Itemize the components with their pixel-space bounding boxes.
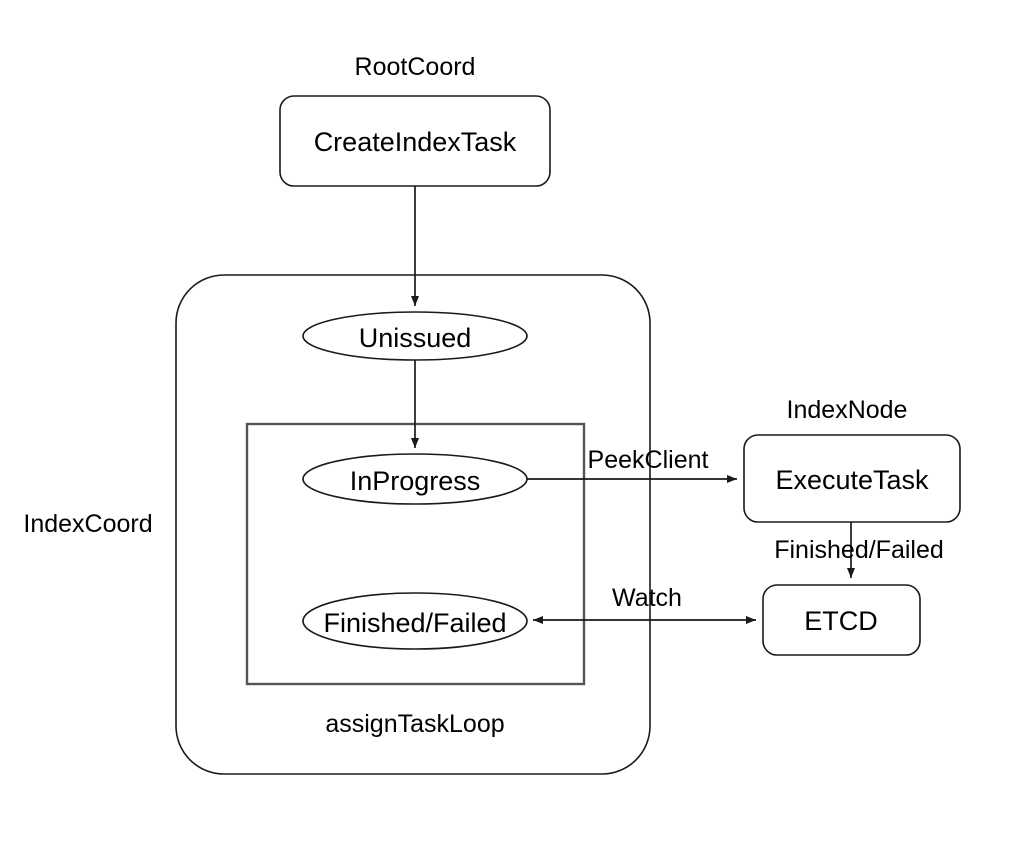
create-index-task-label: CreateIndexTask xyxy=(314,127,517,157)
edge-label-watch: Watch xyxy=(612,584,682,612)
in-progress-label: InProgress xyxy=(350,466,481,496)
unissued-ellipse[interactable] xyxy=(302,311,528,361)
create-index-task-box[interactable] xyxy=(279,95,551,187)
finished-failed-ellipse[interactable] xyxy=(302,592,528,650)
execute-task-box[interactable] xyxy=(743,434,961,523)
group-label-index-coord: IndexCoord xyxy=(23,510,152,538)
group-label-root-coord: RootCoord xyxy=(355,53,476,81)
node-finished-failed-state[interactable]: Finished/Failed xyxy=(302,592,528,650)
finished-failed-state-label: Finished/Failed xyxy=(323,608,506,638)
etcd-label: ETCD xyxy=(804,606,878,636)
node-unissued[interactable]: Unissued xyxy=(302,311,528,361)
group-label-assign-task-loop: assignTaskLoop xyxy=(325,710,504,738)
node-execute-task[interactable]: ExecuteTask xyxy=(743,434,961,523)
group-label-index-node: IndexNode xyxy=(787,396,908,424)
in-progress-ellipse[interactable] xyxy=(302,453,528,505)
edge-label-peek-client: PeekClient xyxy=(588,446,709,474)
node-etcd[interactable]: ETCD xyxy=(762,584,921,656)
execute-task-label: ExecuteTask xyxy=(775,465,929,495)
node-create-index-task[interactable]: CreateIndexTask xyxy=(279,95,551,187)
unissued-label: Unissued xyxy=(359,323,472,353)
index-coord-container xyxy=(175,274,651,775)
node-in-progress[interactable]: InProgress xyxy=(302,453,528,505)
edge-label-finished-failed: Finished/Failed xyxy=(774,536,944,564)
etcd-box[interactable] xyxy=(762,584,921,656)
